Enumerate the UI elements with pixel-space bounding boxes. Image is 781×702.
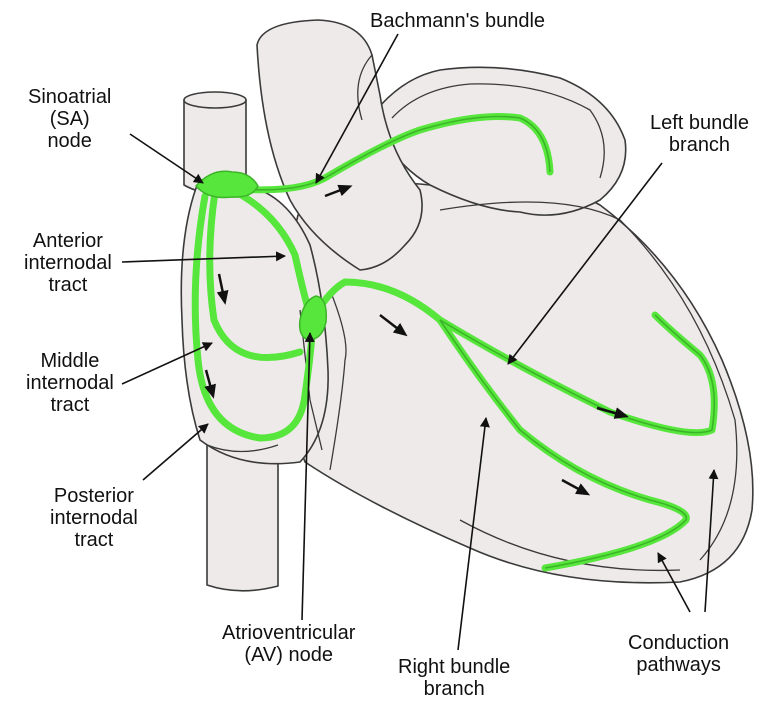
label-left-bundle-branch: Left bundle branch [650,112,749,156]
label-middle-internodal-tract: Middle internodal tract [26,350,114,416]
label-sinoatrial-node: Sinoatrial (SA) node [28,86,111,152]
label-anterior-internodal-tract: Anterior internodal tract [24,230,112,296]
label-av-node: Atrioventricular (AV) node [222,622,355,666]
superior-vena-cava-opening [184,92,246,108]
leader-posterior [143,424,208,480]
label-conduction-pathways: Conduction pathways [628,632,729,676]
label-posterior-internodal-tract: Posterior internodal tract [50,485,138,551]
label-right-bundle-branch: Right bundle branch [398,656,510,700]
label-bachmanns-bundle: Bachmann's bundle [370,10,545,32]
